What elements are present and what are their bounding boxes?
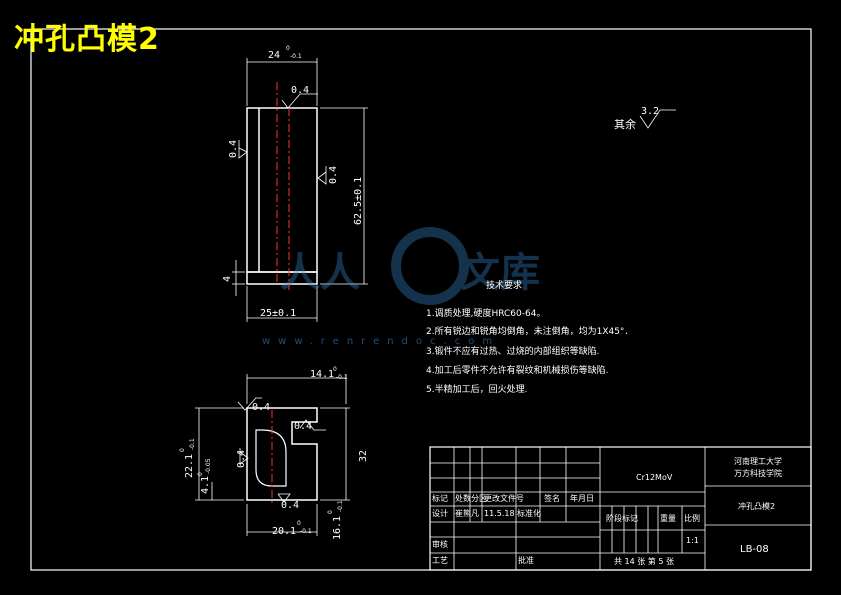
tb-review: 审核 xyxy=(432,539,448,549)
tech-line: 5.半精加工后，回火处理. xyxy=(426,385,528,395)
tb-h-doc: 更改文件号 xyxy=(484,493,524,503)
bottom-view xyxy=(246,407,318,506)
roughness-left-value: 0.4 xyxy=(228,140,239,158)
watermark-url: www.renrendoc.com xyxy=(262,336,492,347)
tb-process: 工艺 xyxy=(432,556,448,565)
top-view xyxy=(246,82,318,290)
bottom-top-dim: 14.1 xyxy=(310,369,334,380)
base-height-dim: 4 xyxy=(222,276,233,282)
left-dim1-tol: 0 xyxy=(179,448,186,452)
tb-material: Cr12MoV xyxy=(636,473,673,482)
rough-a-value: 0.4 xyxy=(252,402,270,413)
roughness-right-value: 0.4 xyxy=(328,166,339,184)
tb-h-mark: 标记 xyxy=(432,493,448,503)
svg-text:文库: 文库 xyxy=(460,250,540,296)
top-width-tol: 0 xyxy=(286,45,290,52)
tb-school2: 万方科技学院 xyxy=(734,468,782,478)
left-dim1-tol2: -0.1 xyxy=(189,438,196,450)
tech-line: 4.加工后零件不允许有裂纹和机械损伤等缺陷. xyxy=(426,366,609,376)
right-lower-tol: 0 xyxy=(327,510,334,514)
rough-c-value: 0.4 xyxy=(236,450,247,468)
tb-scale: 比例 xyxy=(684,513,700,523)
bottom-view-dimensions xyxy=(195,374,350,536)
svg-text:人人: 人人 xyxy=(280,250,360,296)
tb-design-date: 11.5.18 xyxy=(484,509,515,518)
roughness-other-label: 其余 xyxy=(614,117,636,131)
rough-d-value: 0.4 xyxy=(281,500,299,511)
tech-line: 1.调质处理,硬度HRC60-64。 xyxy=(426,309,546,319)
bottom-width-tol: 0 xyxy=(297,520,301,527)
tb-h-count: 处数 xyxy=(455,493,471,503)
top-view-dimensions xyxy=(232,58,368,322)
tb-sheets: 共 14 张 第 5 张 xyxy=(614,556,674,566)
right-lower-dim: 16.1 xyxy=(332,516,343,540)
left-dim1: 22.1 xyxy=(184,454,195,478)
tb-h-date: 年月日 xyxy=(570,493,594,503)
tb-drawing-no: LB-08 xyxy=(740,544,769,555)
tech-line: 2.所有锐边和锐角均倒角，未注倒角，均为1X45°． xyxy=(426,327,634,337)
base-width-dim: 25±0.1 xyxy=(260,308,296,319)
left-dim2: 4.1 xyxy=(200,476,211,494)
right-dim: 32 xyxy=(358,450,369,462)
watermark-logo: 人人 文库 xyxy=(270,226,590,350)
rough-b-value: 0.4 xyxy=(294,421,312,432)
bottom-width-tol2: -0.1 xyxy=(300,528,312,535)
tb-std: 标准化 xyxy=(517,508,541,518)
tb-h-zone: 分区 xyxy=(471,494,487,503)
tb-approve: 批准 xyxy=(518,555,534,565)
bottom-view-inner-curve xyxy=(255,429,287,487)
drawing-frame xyxy=(30,28,812,571)
roughness-other-value: 3.2 xyxy=(641,106,659,117)
tb-stage: 阶段标记 xyxy=(606,513,638,523)
title-block-text: Cr12MoV 河南理工大学 万方科技学院 冲孔凸模2 LB-08 标记 处数 … xyxy=(432,456,782,566)
roughness-top-value: 0.4 xyxy=(291,85,309,96)
tb-part-name: 冲孔凸模2 xyxy=(738,501,775,511)
tb-scale-val: 1:1 xyxy=(686,536,699,545)
roughness-other-symbol xyxy=(639,109,676,129)
tb-school1: 河南理工大学 xyxy=(734,456,782,466)
tb-h-sign: 签名 xyxy=(544,493,560,503)
bottom-view-outline xyxy=(246,407,318,501)
height-dim: 62.5±0.1 xyxy=(353,177,364,225)
drawing-title: 冲孔凸模2 xyxy=(14,22,160,57)
tb-designer: 崔熊凡 xyxy=(455,508,479,518)
bottom-width-dim: 20.1 xyxy=(272,526,296,537)
bottom-top-tol-up: 0 xyxy=(333,366,337,373)
tb-weight: 重量 xyxy=(660,513,676,523)
tech-title: 技术要求 xyxy=(486,281,523,291)
title-block xyxy=(429,446,812,571)
tech-line: 3.锻件不应有过热、过烧的内部组织等缺陷. xyxy=(426,347,600,357)
left-dim2-tol2: -0.05 xyxy=(205,458,212,474)
top-width-tol2: -0.1 xyxy=(290,53,302,60)
bottom-top-tol-low: -0.1 xyxy=(336,374,348,381)
left-dim2-tol: 0 xyxy=(197,472,204,476)
top-width-dim: 24 xyxy=(268,50,280,61)
tb-design: 设计 xyxy=(432,508,448,518)
top-view-base xyxy=(246,271,318,285)
right-lower-tol2: -0.1 xyxy=(337,500,344,512)
